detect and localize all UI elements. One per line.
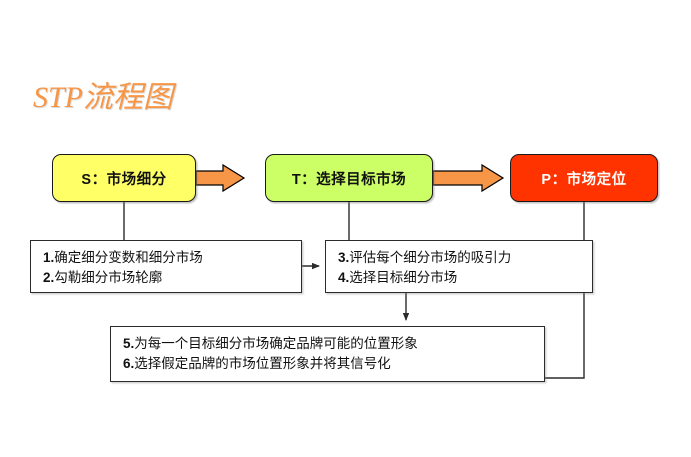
detail-line-text: 为每一个目标细分市场确定品牌可能的位置形象: [134, 336, 418, 351]
stage-label-segmentation: S：市场细分: [81, 171, 167, 188]
detail-line: 6.选择假定品牌的市场位置形象并将其信号化: [123, 354, 534, 374]
detail-line-text: 选择假定品牌的市场位置形象并将其信号化: [134, 356, 391, 371]
stage-label-targeting: T：选择目标市场: [291, 171, 407, 188]
page-title: STP流程图: [33, 81, 174, 114]
arrow-t-to-p: [432, 163, 505, 193]
detail-line-number: 3.: [338, 250, 350, 265]
detail-line-number: 5.: [123, 336, 135, 351]
detail-box-targeting[interactable]: 3.评估每个细分市场的吸引力 4.选择目标细分市场: [325, 240, 593, 293]
detail-line-number: 2.: [43, 270, 55, 285]
detail-line: 2.勾勒细分市场轮廓: [43, 268, 291, 288]
stage-label-positioning: P：市场定位: [541, 171, 627, 188]
stage-box-targeting[interactable]: T：选择目标市场: [265, 154, 433, 202]
detail-line-text: 确定细分变数和细分市场: [54, 250, 203, 265]
detail-line-text: 勾勒细分市场轮廓: [54, 270, 163, 285]
detail-box-segmentation[interactable]: 1.确定细分变数和细分市场 2.勾勒细分市场轮廓: [30, 240, 302, 293]
detail-line-text: 评估每个细分市场的吸引力: [349, 250, 512, 265]
detail-line-text: 选择目标细分市场: [349, 270, 458, 285]
stage-box-segmentation[interactable]: S：市场细分: [52, 154, 196, 202]
detail-line-number: 6.: [123, 356, 135, 371]
arrow-s-to-t: [195, 163, 246, 193]
detail-line: 3.评估每个细分市场的吸引力: [338, 248, 582, 268]
detail-line: 1.确定细分变数和细分市场: [43, 248, 291, 268]
detail-line-number: 1.: [43, 250, 55, 265]
detail-box-positioning[interactable]: 5.为每一个目标细分市场确定品牌可能的位置形象 6.选择假定品牌的市场位置形象并…: [110, 326, 545, 382]
detail-line-number: 4.: [338, 270, 350, 285]
detail-line: 5.为每一个目标细分市场确定品牌可能的位置形象: [123, 334, 534, 354]
detail-line: 4.选择目标细分市场: [338, 268, 582, 288]
stage-box-positioning[interactable]: P：市场定位: [510, 154, 658, 202]
